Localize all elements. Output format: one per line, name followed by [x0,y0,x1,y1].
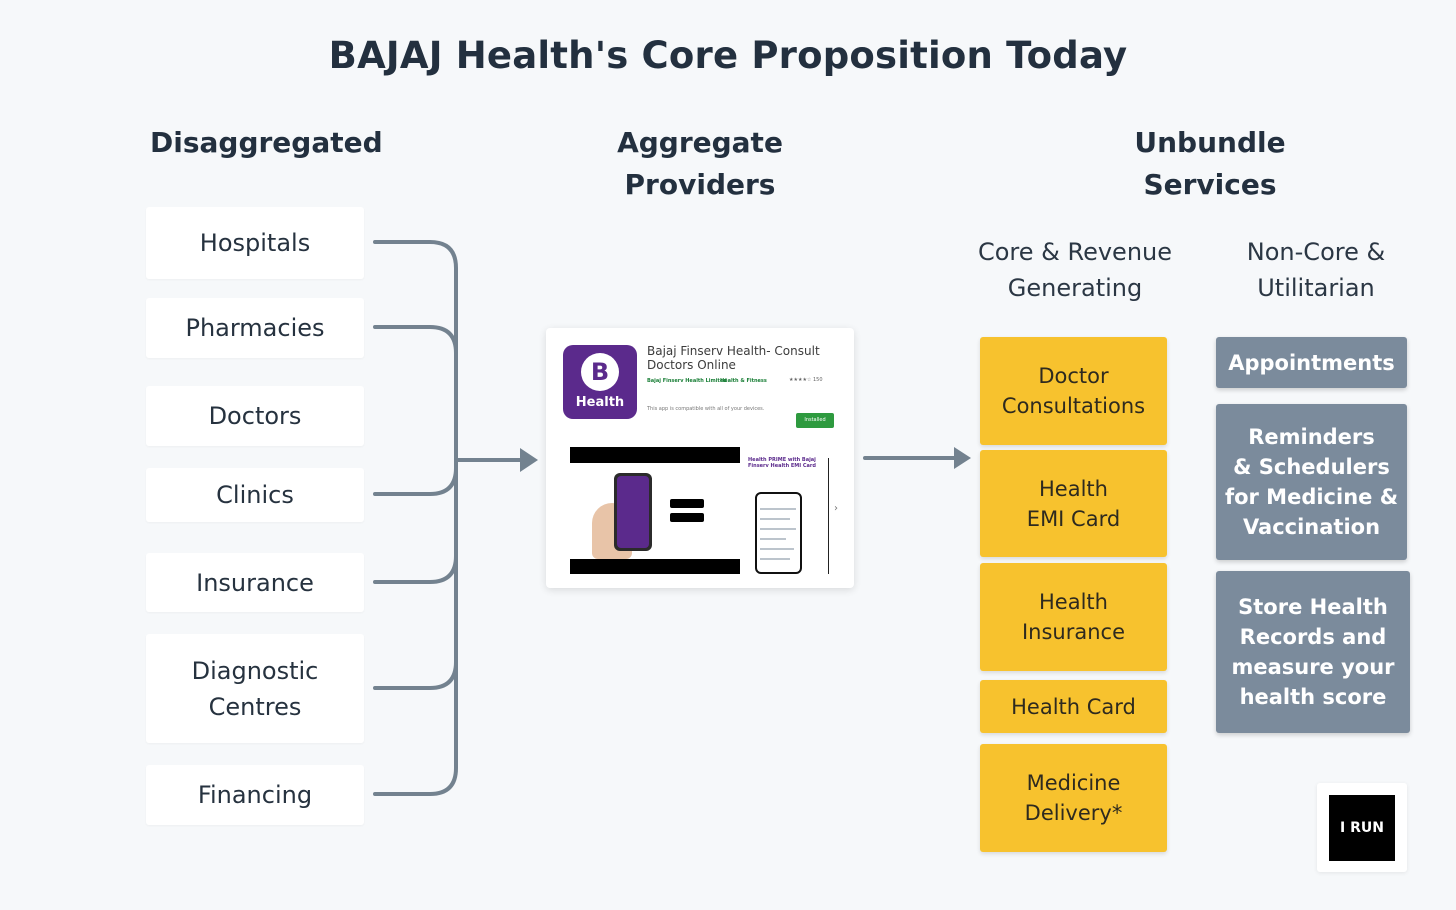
column-heading-unbundle: Unbundle Services [1134,126,1286,201]
app-store-badge [670,513,704,522]
app-store-listing: B Health Bajaj Finserv Health- Consult D… [546,328,854,588]
provider-financing: Financing [146,765,364,825]
provider-pharmacies: Pharmacies [146,298,364,358]
subheading-noncore: Non-Core & Utilitarian [1246,238,1386,302]
arrowhead-to-services [954,447,971,469]
service-doctor-consultations: Doctor Consultations [980,337,1167,445]
connector-insurance [373,554,458,584]
connector-clinics [373,466,458,496]
service-health-emi-card: Health EMI Card [980,450,1167,557]
connector-financing [373,458,458,796]
brand-logo-card: I RUN [1317,783,1407,872]
arrowhead-to-app [520,448,538,472]
connector-diagnostic [373,660,458,690]
provider-clinics: Clinics [146,468,364,522]
page-title: BAJAJ Health's Core Proposition Today [328,34,1128,77]
app-rating: ★★★★☆ 150 [789,377,823,383]
app-name: Bajaj Finserv Health- Consult Doctors On… [647,344,820,372]
connector-hospitals [373,240,458,462]
install-button[interactable]: Installed [796,413,834,428]
provider-hospitals: Hospitals [146,207,364,279]
app-icon-label: Health [575,395,625,410]
bajaj-logo: B [590,358,610,386]
app-compatibility-note: This app is compatible with all of your … [647,406,765,412]
app-screenshot-emi-card: Health PRIME with Bajaj Finserv Health E… [744,452,824,574]
service-medicine-delivery: Medicine Delivery* [980,744,1167,852]
provider-diagnostic-centres: Diagnostic Centres [146,634,364,743]
column-heading-disaggregated: Disaggregated [150,126,383,159]
app-category: Health & Fitness [720,378,767,384]
phone-outline-illustration [755,492,802,574]
service-appointments: Appointments [1216,337,1407,388]
column-heading-aggregate: Aggregate Providers [617,126,783,201]
chevron-right-icon[interactable]: › [834,503,838,514]
service-health-card: Health Card [980,680,1167,733]
phone-illustration [614,473,652,551]
google-play-badge [670,499,704,508]
health-app-icon: B Health [563,345,637,419]
connector-pharmacies [373,325,458,355]
provider-insurance: Insurance [146,553,364,612]
subheading-core: Core & Revenue Generating [977,238,1173,302]
app-screenshot-promo [570,447,740,574]
service-health-records: Store Health Records and measure your he… [1216,571,1410,733]
service-health-insurance: Health Insurance [980,563,1167,671]
promo-text: Health PRIME with Bajaj Finserv Health E… [748,457,816,469]
i-run-logo: I RUN [1329,795,1395,861]
app-screenshot-partial [828,458,832,574]
app-developer: Bajaj Finserv Health Limited [647,378,727,384]
service-reminders-schedulers: Reminders & Schedulers for Medicine & Va… [1216,404,1407,560]
provider-doctors: Doctors [146,386,364,446]
